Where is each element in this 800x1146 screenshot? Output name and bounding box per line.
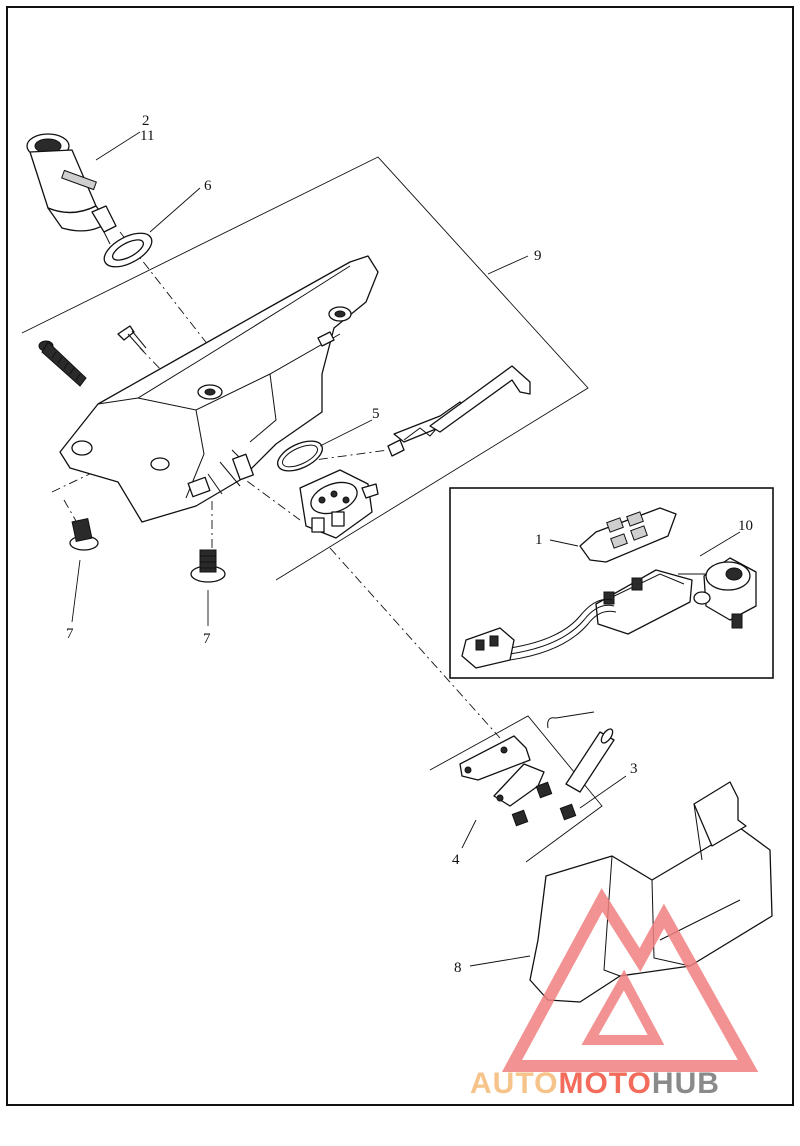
outer-frame: [6, 6, 794, 1106]
watermark-triangle-inner: [581, 969, 665, 1045]
leader-9: [487, 255, 529, 275]
callout-3: 3: [630, 761, 638, 777]
leader-7a: [71, 559, 81, 623]
part-6-washer: [103, 232, 153, 268]
part-hook-pin: [547, 711, 595, 729]
part-4-mount-bracket: [459, 735, 545, 807]
part-2-switch: [26, 133, 117, 245]
callout-8: 8: [454, 960, 462, 976]
part-flat-strip: [429, 365, 531, 433]
leader-5: [319, 419, 373, 447]
part-8-cover-panel: [529, 781, 773, 1003]
callout-1: 1: [535, 532, 543, 548]
callout-5: 5: [372, 406, 380, 422]
group-9-outline: [21, 156, 589, 581]
part-wiring-harness: [461, 573, 708, 669]
part-3-cap-screws: [511, 781, 577, 827]
watermark-text: AUTOMOTOHUB: [470, 1067, 720, 1100]
leader-6: [149, 187, 201, 233]
watermark-moto: MOTO: [558, 1067, 651, 1100]
leader-10: [699, 531, 741, 557]
part-10-lamp-socket: [693, 557, 757, 629]
part-long-bolt: [38, 340, 87, 387]
leader-3: [579, 775, 627, 809]
part-sleeve: [565, 728, 615, 793]
part-7-screw-left: [69, 517, 99, 551]
watermark-auto: AUTO: [470, 1067, 558, 1100]
callout-9: 9: [534, 248, 542, 264]
part-9-bracket-housing: [59, 255, 379, 523]
leader-8: [469, 955, 531, 967]
callout-2: 2: [142, 113, 150, 129]
inset-box: [449, 487, 774, 679]
callout-4: 4: [452, 852, 460, 868]
leader-1: [549, 539, 579, 547]
assembly-line-bracket: [329, 547, 501, 739]
callout-10: 10: [738, 518, 753, 534]
part-countersunk-screw: [117, 325, 147, 353]
leader-2-11: [95, 131, 141, 161]
callout-6: 6: [204, 178, 212, 194]
part-connector-housing: [299, 469, 379, 539]
group-4-outline: [429, 715, 603, 863]
part-5-o-ring: [277, 440, 323, 472]
callout-7-left: 7: [66, 626, 74, 642]
part-1-bulb: [579, 507, 677, 563]
callout-11: 11: [140, 128, 154, 144]
callout-7-center: 7: [203, 631, 211, 647]
part-7-screw-center: [190, 549, 226, 583]
part-bulb-holder: [595, 569, 693, 635]
watermark-hub: HUB: [652, 1067, 720, 1100]
watermark-logo: [501, 888, 759, 1072]
leader-4: [461, 819, 477, 849]
watermark-triangle-mark: [501, 888, 759, 1072]
